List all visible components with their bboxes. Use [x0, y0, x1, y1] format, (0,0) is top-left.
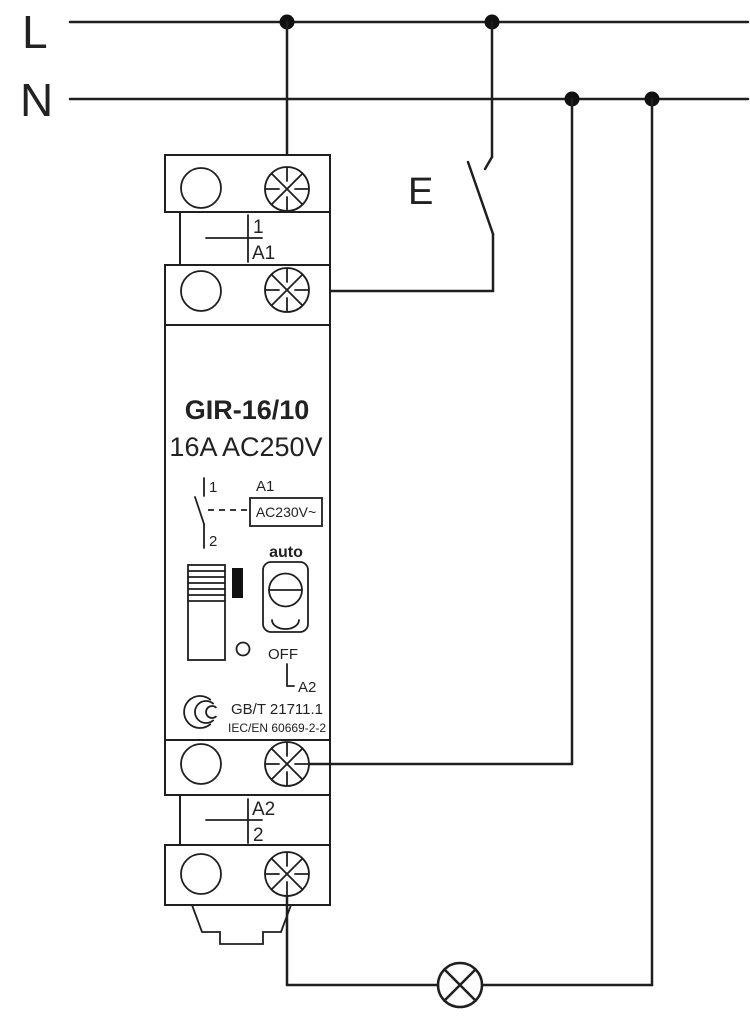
relay-schematic: 1 2 A1 AC230V~ auto OFF A2	[187, 477, 323, 696]
screw-terminal-icon	[264, 267, 310, 313]
schematic-contact-top-label: 1	[209, 479, 217, 496]
relay-rating: 16A AC250V	[169, 432, 322, 462]
live-label: L	[22, 6, 48, 58]
auto-mode-label: auto	[269, 544, 303, 561]
terminal-block-top1	[164, 154, 331, 213]
selector-body	[262, 561, 309, 633]
off-mode-label: OFF	[268, 646, 298, 663]
external-switch: E	[307, 20, 495, 293]
terminal-block-bottom2	[164, 844, 331, 906]
coil-voltage-label: AC230V~	[256, 504, 316, 520]
lamp-icon	[436, 961, 484, 1009]
external-switch-label: E	[408, 171, 433, 213]
rotary-selector	[262, 561, 309, 633]
standard-cn-label: GB/T 21711.1	[231, 701, 323, 718]
schematic-coil-bottom-label: A2	[298, 679, 316, 696]
coil-voltage-box	[249, 497, 323, 527]
standard-iec-label: IEC/EN 60669-2-2	[228, 721, 326, 735]
a2-pointer-line	[286, 663, 295, 687]
indicator-lamp-icon	[235, 641, 251, 657]
terminal-hole-icon	[180, 270, 222, 312]
relay-main-body	[164, 324, 331, 741]
switch-fixed-contact	[483, 155, 494, 171]
neutral-label: N	[20, 74, 53, 126]
bottom-terminal-markings: A2 2	[205, 798, 275, 846]
schematic-contact-blade	[194, 496, 205, 525]
terminal-a2-label: A2	[252, 799, 275, 820]
terminal-hole-icon	[180, 167, 222, 209]
screw-terminal-icon	[264, 166, 310, 212]
screw-terminal-icon	[264, 851, 310, 897]
schematic-contact-bottom-label: 2	[209, 533, 217, 550]
terminal2-label: 2	[253, 825, 264, 846]
switch-blade	[466, 160, 495, 236]
approvals: GB/T 21711.1 IEC/EN 60669-2-2	[183, 695, 326, 735]
position-indicator	[232, 568, 243, 598]
screw-terminal-icon	[264, 741, 310, 787]
terminal-hole-icon	[180, 743, 222, 785]
terminal1-label: 1	[253, 217, 264, 238]
din-clip	[191, 904, 292, 945]
lever-body	[187, 564, 226, 661]
schematic-coil-label: A1	[256, 478, 274, 495]
ccc-logo-icon	[183, 695, 217, 729]
terminal-hole-icon	[180, 853, 222, 895]
top-terminal-markings: 1 A1	[205, 214, 275, 264]
manual-lever	[187, 564, 226, 661]
terminal-a1-label: A1	[252, 243, 275, 264]
relay-model: GIR-16/10	[185, 395, 310, 425]
selector-base-arc	[271, 619, 300, 630]
